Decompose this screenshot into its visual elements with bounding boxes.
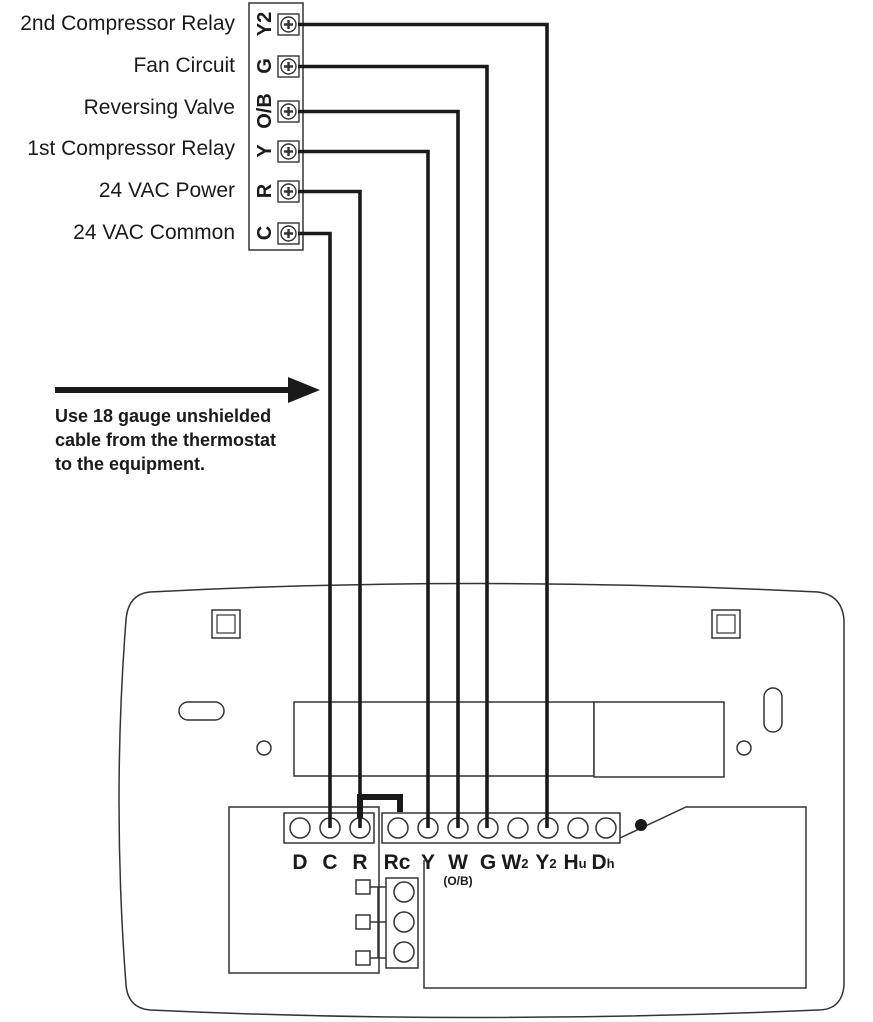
equipment-code-g: G xyxy=(254,58,276,74)
terminal-label-w: W xyxy=(448,851,468,874)
terminal-label-w-alt: (O/B) xyxy=(443,874,472,888)
wires xyxy=(298,22,549,828)
terminal-screw-d xyxy=(289,817,311,839)
mounting-tab xyxy=(211,609,241,639)
label-24vac-power: 24 VAC Power xyxy=(98,179,235,202)
terminal-label-d: D xyxy=(292,851,307,874)
terminal-screw-w2 xyxy=(507,817,529,839)
screw-icon xyxy=(277,180,300,203)
screw-icon xyxy=(277,222,300,245)
mounting-slot xyxy=(178,701,225,721)
wire-c xyxy=(298,231,332,828)
cable-note-line: cable from the thermostat xyxy=(55,430,277,450)
terminal-label-rc: Rc xyxy=(384,851,411,874)
screw-icon xyxy=(277,55,300,78)
screw-icon xyxy=(277,140,300,163)
indicator-dot xyxy=(635,819,647,831)
battery-housing xyxy=(593,701,725,778)
terminal-label-g: G xyxy=(480,851,496,874)
terminal-label-y: Y xyxy=(421,851,435,874)
terminal-label-c: C xyxy=(322,851,337,874)
wire-y2 xyxy=(298,22,549,828)
equipment-code-c: C xyxy=(254,226,276,240)
wire-r xyxy=(298,189,362,828)
label-reversing-valve: Reversing Valve xyxy=(83,96,235,119)
lower-right-panel xyxy=(423,806,807,989)
label-fan-circuit: Fan Circuit xyxy=(133,54,235,77)
terminal-label-r: R xyxy=(352,851,367,874)
cable-note-line: to the equipment. xyxy=(55,454,205,474)
mounting-hole xyxy=(736,740,752,756)
equipment-code-y: Y xyxy=(254,144,276,158)
wire-ob xyxy=(298,109,460,828)
screw-icon xyxy=(277,100,300,123)
terminal-label-y2: Y2 xyxy=(535,851,556,874)
mounting-tab xyxy=(711,609,741,639)
accessory-connector xyxy=(355,877,419,969)
wire-g xyxy=(298,64,489,828)
equipment-code-ob: O/B xyxy=(254,93,276,129)
equipment-terminal-block xyxy=(248,2,304,251)
terminal-screw-rc xyxy=(387,817,409,839)
wire-y xyxy=(298,149,430,828)
label-2nd-compressor-relay: 2nd Compressor Relay xyxy=(20,12,235,35)
terminal-screw-dh xyxy=(595,817,617,839)
equipment-screws xyxy=(277,13,300,245)
mounting-slot xyxy=(763,687,783,733)
label-1st-compressor-relay: 1st Compressor Relay xyxy=(27,137,235,160)
terminal-label-w2: W2 xyxy=(501,851,528,874)
terminal-label-dh: Dh xyxy=(591,851,614,874)
equipment-code-y2: Y2 xyxy=(254,12,276,36)
arrow-right-icon xyxy=(55,377,320,403)
wire-opening xyxy=(293,701,595,777)
terminal-label-hu: Hu xyxy=(563,851,586,874)
equipment-code-r: R xyxy=(254,183,276,198)
thermostat-screws xyxy=(289,817,617,839)
cable-note-line: Use 18 gauge unshielded xyxy=(55,406,272,426)
label-24vac-common: 24 VAC Common xyxy=(73,221,235,244)
cable-note: Use 18 gauge unshielded cable from the t… xyxy=(55,404,276,476)
screw-icon xyxy=(277,13,300,36)
mounting-hole xyxy=(256,740,272,756)
terminal-screw-hu xyxy=(567,817,589,839)
